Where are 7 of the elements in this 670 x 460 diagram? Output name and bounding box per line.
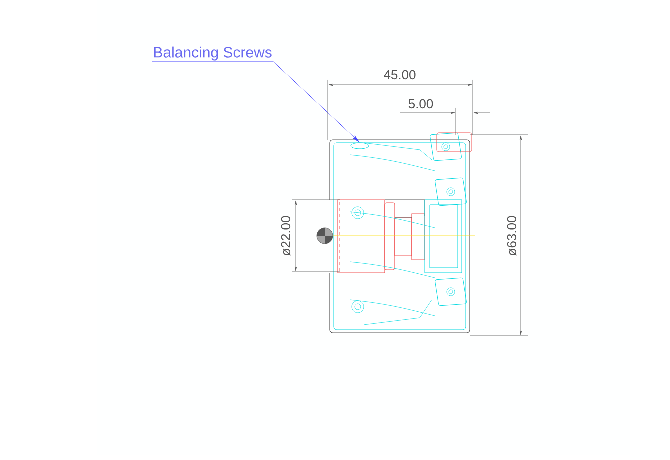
dimension-text: ø63.00 xyxy=(507,216,517,256)
leader-line xyxy=(152,62,360,142)
dimension-text: 45.00 xyxy=(384,70,416,80)
dimension-text: 5.00 xyxy=(408,99,434,109)
dimension-text: ø22.00 xyxy=(281,216,291,256)
screw-hole xyxy=(350,142,370,150)
callout-text: Balancing Screws xyxy=(154,46,272,61)
